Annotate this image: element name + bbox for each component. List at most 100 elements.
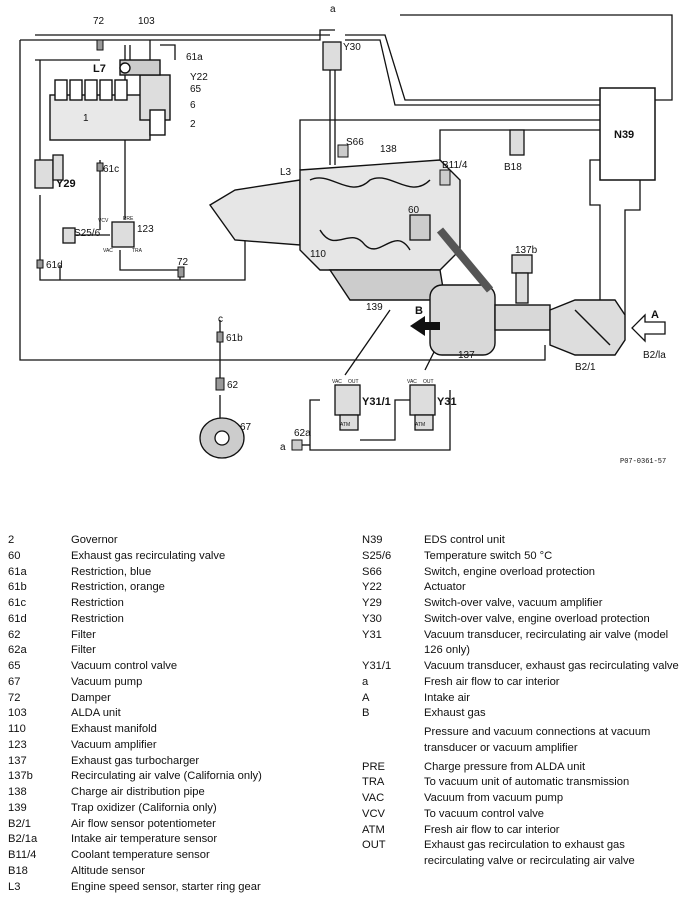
label-137: 137 [458, 350, 475, 361]
legend-key: 2 [8, 534, 15, 546]
legend-row: 61a Restriction, blue [8, 565, 348, 581]
air-flow-sensor-b2-1 [549, 299, 626, 356]
y29-valve [34, 154, 64, 189]
legend-value: Vacuum from vacuum pump [424, 792, 564, 804]
vacuum-pump-67 [199, 417, 245, 459]
legend-value: Recirculating air valve (California only… [71, 770, 262, 783]
restriction-61c [96, 162, 104, 172]
restriction-61b [216, 331, 224, 343]
restriction-61d [36, 259, 44, 269]
port-vac-1: VAC [332, 379, 342, 385]
legend-key: 123 [8, 738, 27, 751]
port-out-2: OUT [423, 379, 434, 385]
legend-value: Intake air temperature sensor [71, 833, 218, 846]
label-n39: N39 [614, 129, 634, 141]
port-out-1: OUT [348, 379, 359, 385]
legend-key: B2/1a [8, 833, 38, 846]
legend-key: 61a [8, 565, 27, 578]
legend-value: Vacuum pump [71, 675, 143, 688]
legend-key: 62 [8, 628, 21, 641]
label-l3: L3 [280, 167, 292, 178]
label-61b: 61b [226, 333, 243, 344]
legend-row: S25/6 Temperature switch 50 °C [362, 549, 680, 565]
label-y22: Y22 [190, 72, 208, 83]
legend-key: S25/6 [362, 549, 392, 562]
legend-value: Exhaust gas recirculating valve [71, 549, 226, 562]
legend-value: Temperature switch 50 °C [424, 549, 553, 562]
label-62: 62 [227, 380, 239, 391]
legend-value: Fresh air flow to car interior [424, 675, 560, 688]
legend-key: VCV [362, 807, 386, 820]
legend-value: Filter [71, 644, 96, 657]
legend-key: 65 [8, 660, 21, 672]
eds-control-unit-n39 [599, 87, 656, 181]
label-110: 110 [310, 249, 326, 260]
filter-62 [215, 377, 225, 391]
filter-62a [291, 439, 303, 451]
port-atm-1: ATM [340, 422, 350, 428]
legend-value: Restriction [71, 597, 124, 609]
label-6: 6 [190, 100, 196, 111]
port-tra: TRA [132, 248, 143, 254]
legend-key: 61b [8, 581, 27, 594]
legend-value: Pressure and vacuum connections at vacuu… [424, 726, 651, 754]
legend-value: Actuator [424, 581, 466, 594]
legend-key: Y22 [362, 581, 382, 594]
label-a-bottom: a [280, 442, 286, 453]
port-atm-2: ATM [415, 422, 425, 428]
label-y30: Y30 [343, 42, 361, 53]
legend-row: 72 Damper [8, 691, 348, 707]
legend-key: 62a [8, 644, 27, 657]
legend-row: a Fresh air flow to car interior [362, 675, 680, 691]
legend-key: S66 [362, 565, 382, 578]
label-1: 1 [83, 113, 89, 124]
legend-row: Pressure and vacuum connections at vacuu… [362, 725, 680, 757]
label-c: c [218, 314, 223, 325]
legend-value: Restriction, blue [71, 565, 152, 578]
legend-value: To vacuum unit of automatic transmission [424, 776, 630, 789]
legend-key: 72 [8, 691, 21, 704]
legend-key: a [362, 675, 369, 688]
legend-key: N39 [362, 534, 383, 546]
legend-key: ATM [362, 823, 385, 836]
label-a-top: a [330, 4, 336, 15]
legend-row: ATM Fresh air flow to car interior [362, 823, 680, 839]
legend-key: B11/4 [8, 849, 37, 861]
diagram-labels: 72 103 61a L7 Y22 65 6 2 1 61c Y29 S25/6… [46, 4, 666, 466]
legend-key: 61c [8, 597, 27, 609]
damper-72-top [96, 39, 104, 51]
legend-value: Trap oxidizer (California only) [71, 801, 217, 814]
switch-s66 [337, 144, 349, 158]
legend-value: Damper [71, 691, 111, 704]
label-137b: 137b [515, 245, 538, 256]
legend-key: B2/1 [8, 817, 32, 830]
label-61a: 61a [186, 52, 203, 63]
legend-value: Coolant temperature sensor [71, 849, 210, 861]
legend-value: Switch-over valve, engine overload prote… [424, 612, 650, 625]
legend-row: Y22 Actuator [362, 580, 680, 596]
label-61c: 61c [103, 164, 119, 175]
legend-key: 61d [8, 612, 27, 625]
legend-key: TRA [362, 776, 385, 789]
legend-value: Intake air [424, 691, 471, 704]
altitude-sensor-b18 [509, 129, 525, 156]
label-67: 67 [240, 422, 252, 433]
label-y31: Y31 [437, 396, 457, 408]
legend-value: Fresh air flow to car interior [424, 823, 560, 836]
port-vac-3: VAC [103, 248, 113, 254]
vacuum-system-diagram: 72 103 61a L7 Y22 65 6 2 1 61c Y29 S25/6… [19, 4, 673, 466]
label-103: 103 [138, 16, 155, 27]
legend-key: Y29 [362, 597, 382, 609]
turbocharger-137 [429, 227, 551, 356]
